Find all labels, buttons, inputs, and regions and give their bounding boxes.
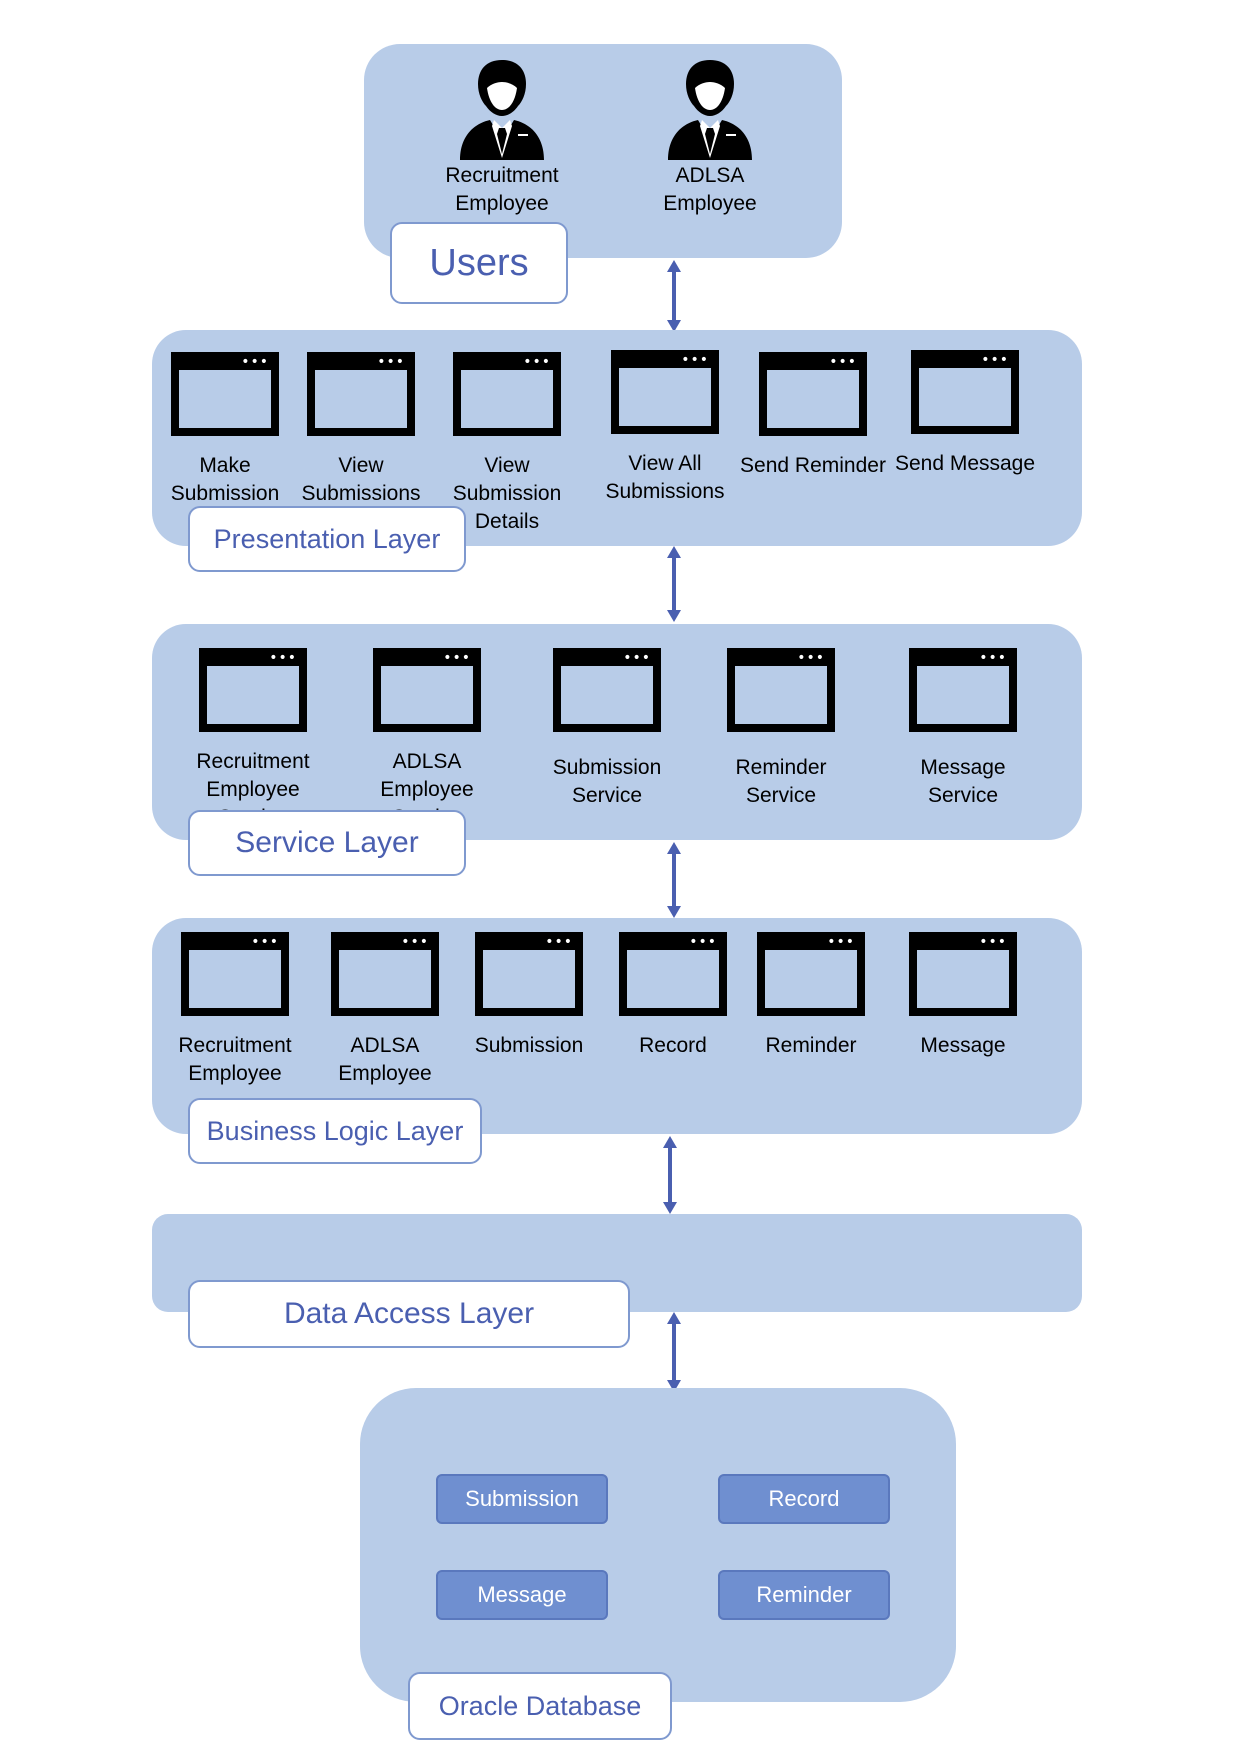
arrow-data-access-database bbox=[667, 1312, 681, 1392]
service-item-message-service: ••• Message Service bbox=[888, 648, 1038, 810]
db-table-record: Record bbox=[718, 1474, 890, 1524]
user-adlsa-employee: ADLSA Employee bbox=[610, 52, 810, 218]
item-label: Reminder bbox=[765, 1034, 857, 1057]
presentation-item-send-reminder: ••• Send Reminder bbox=[738, 352, 888, 480]
item-label: View Submissions bbox=[301, 454, 421, 505]
window-icon: ••• bbox=[759, 352, 867, 436]
business-item-adlsa-employee: ••• ADLSA Employee bbox=[310, 932, 460, 1088]
service-item-recruitment-employee-service: ••• Recruitment Employee Service bbox=[178, 648, 328, 832]
db-table-reminder: Reminder bbox=[718, 1570, 890, 1620]
service-item-submission-service: ••• Submission Service bbox=[532, 648, 682, 810]
database-panel bbox=[360, 1388, 956, 1702]
employee-icon bbox=[668, 60, 752, 160]
presentation-layer-title: Presentation Layer bbox=[188, 506, 466, 572]
db-table-submission: Submission bbox=[436, 1474, 608, 1524]
business-logic-layer-title: Business Logic Layer bbox=[188, 1098, 482, 1164]
item-label: Message bbox=[920, 1034, 1006, 1057]
employee-icon bbox=[460, 60, 544, 160]
arrow-presentation-service bbox=[667, 546, 681, 622]
business-item-record: ••• Record bbox=[598, 932, 748, 1060]
user-label: Recruitment Employee bbox=[445, 164, 559, 215]
window-icon: ••• bbox=[181, 932, 289, 1016]
item-label: Submission Service bbox=[552, 756, 662, 807]
window-icon: ••• bbox=[909, 648, 1017, 732]
presentation-item-view-submission-details: ••• View Submission Details bbox=[432, 352, 582, 536]
db-table-message: Message bbox=[436, 1570, 608, 1620]
users-title: Users bbox=[390, 222, 568, 304]
service-item-reminder-service: ••• Reminder Service bbox=[706, 648, 856, 810]
presentation-item-view-submissions: ••• View Submissions bbox=[286, 352, 436, 508]
window-icon: ••• bbox=[171, 352, 279, 436]
arrow-service-business bbox=[667, 842, 681, 918]
user-recruitment-employee: Recruitment Employee bbox=[402, 52, 602, 218]
item-label: Send Reminder bbox=[740, 454, 886, 477]
business-item-recruitment-employee: ••• Recruitment Employee bbox=[160, 932, 310, 1088]
item-label: Record bbox=[639, 1034, 707, 1057]
window-icon: ••• bbox=[757, 932, 865, 1016]
service-layer-title: Service Layer bbox=[188, 810, 466, 876]
window-icon: ••• bbox=[331, 932, 439, 1016]
item-label: Send Message bbox=[894, 452, 1036, 475]
item-label: ADLSA Employee bbox=[338, 1034, 432, 1085]
window-icon: ••• bbox=[199, 648, 307, 732]
window-icon: ••• bbox=[911, 350, 1019, 434]
item-label: View Submission Details bbox=[452, 454, 562, 533]
service-item-adlsa-employee-service: ••• ADLSA Employee Service bbox=[352, 648, 502, 832]
window-icon: ••• bbox=[611, 350, 719, 434]
window-icon: ••• bbox=[373, 648, 481, 732]
window-icon: ••• bbox=[619, 932, 727, 1016]
item-label: Reminder Service bbox=[735, 756, 827, 807]
window-icon: ••• bbox=[475, 932, 583, 1016]
window-icon: ••• bbox=[453, 352, 561, 436]
presentation-item-send-message: ••• Send Message bbox=[890, 350, 1040, 478]
window-icon: ••• bbox=[307, 352, 415, 436]
data-access-layer-title: Data Access Layer bbox=[188, 1280, 630, 1348]
item-label: Message Service bbox=[920, 756, 1006, 807]
item-label: Make Submission bbox=[170, 454, 280, 505]
item-label: Recruitment Employee bbox=[178, 1034, 292, 1085]
arrow-users-presentation bbox=[667, 260, 681, 332]
database-title: Oracle Database bbox=[408, 1672, 672, 1740]
arrow-business-data-access bbox=[663, 1136, 677, 1214]
item-label: Submission bbox=[474, 1034, 584, 1057]
user-label: ADLSA Employee bbox=[663, 164, 757, 215]
window-icon: ••• bbox=[553, 648, 661, 732]
presentation-item-make-submission: ••• Make Submission bbox=[150, 352, 300, 508]
presentation-item-view-all-submissions: ••• View All Submissions bbox=[590, 350, 740, 506]
business-item-submission: ••• Submission bbox=[454, 932, 604, 1060]
window-icon: ••• bbox=[909, 932, 1017, 1016]
business-item-reminder: ••• Reminder bbox=[736, 932, 886, 1060]
window-icon: ••• bbox=[727, 648, 835, 732]
item-label: View All Submissions bbox=[605, 452, 725, 503]
business-item-message: ••• Message bbox=[888, 932, 1038, 1060]
